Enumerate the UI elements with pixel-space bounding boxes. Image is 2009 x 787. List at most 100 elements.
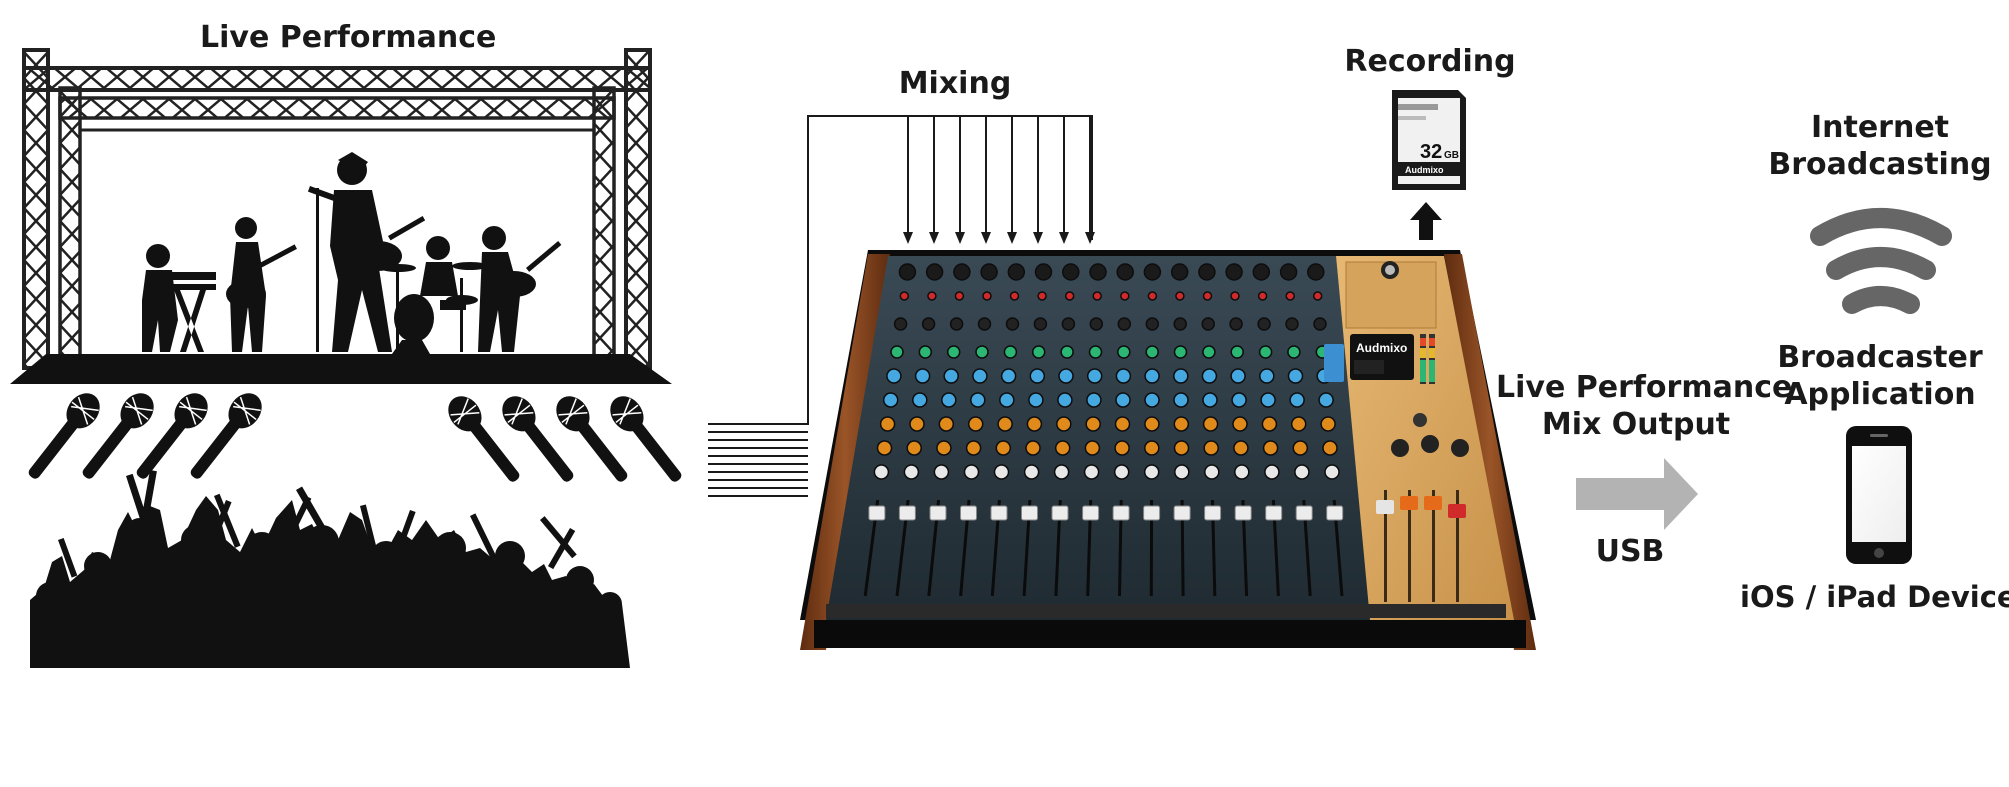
fx-knob — [878, 441, 892, 455]
trim-knob — [895, 318, 907, 330]
aux-knob — [881, 417, 895, 431]
input-jack — [954, 264, 970, 280]
gain-knob — [1259, 292, 1267, 300]
aux-knob — [1204, 417, 1218, 431]
fader-cap — [1296, 506, 1312, 520]
eq-mid-knob — [1030, 369, 1044, 383]
eq-high-knob — [919, 346, 931, 358]
input-jack — [1036, 264, 1052, 280]
trim-knob — [1146, 318, 1158, 330]
fader-cap — [1235, 506, 1251, 520]
eq-high-knob — [1033, 346, 1045, 358]
sd-card-icon: 32 GB Audmixo — [1392, 90, 1466, 190]
smartphone-icon — [1846, 426, 1912, 564]
eq-low-knob — [1261, 393, 1275, 407]
trim-knob — [1090, 318, 1102, 330]
recording-arrow — [1410, 202, 1442, 240]
eq-mid-knob — [1260, 369, 1274, 383]
pan-knob — [1055, 465, 1069, 479]
fx-knob — [1026, 441, 1040, 455]
eq-mid-knob — [916, 369, 930, 383]
microphone-icon — [20, 387, 691, 490]
trim-knob — [1007, 318, 1019, 330]
fader-cap — [1083, 506, 1099, 520]
input-jack — [981, 264, 997, 280]
pan-knob — [995, 465, 1009, 479]
gain-knob — [1204, 292, 1212, 300]
eq-low-knob — [1000, 393, 1014, 407]
input-jack — [1090, 264, 1106, 280]
trim-knob — [1062, 318, 1074, 330]
eq-mid-knob — [1059, 369, 1073, 383]
trim-knob — [1118, 318, 1130, 330]
gain-knob — [1038, 292, 1046, 300]
aux-knob — [1145, 417, 1159, 431]
eq-low-knob — [1174, 393, 1188, 407]
gain-knob — [1176, 292, 1184, 300]
gain-knob — [1093, 292, 1101, 300]
fx-knob — [1204, 441, 1218, 455]
fx-knob — [1085, 441, 1099, 455]
pan-knob — [1205, 465, 1219, 479]
fx-knob — [1323, 441, 1337, 455]
gain-knob — [1231, 292, 1239, 300]
label-internet-broadcasting: Internet Broadcasting — [1760, 110, 2000, 183]
pan-knob — [965, 465, 979, 479]
input-jack — [1144, 264, 1160, 280]
sd-card-unit: GB — [1444, 150, 1459, 161]
trim-knob — [1286, 318, 1298, 330]
trim-knob — [1202, 318, 1214, 330]
gain-knob — [1286, 292, 1294, 300]
label-application-line: Application — [1760, 377, 2000, 414]
eq-low-knob — [1058, 393, 1072, 407]
mixing-arrow-lines — [908, 116, 1090, 236]
fader-cap — [899, 506, 915, 520]
fx-knob — [1293, 441, 1307, 455]
eq-low-knob — [942, 393, 956, 407]
fader-cap — [1205, 506, 1221, 520]
label-mix-output: Live Performance Mix Output — [1496, 370, 1776, 443]
pan-knob — [904, 465, 918, 479]
label-mix-output-line2: Mix Output — [1496, 407, 1776, 444]
eq-low-knob — [1232, 393, 1246, 407]
fx-knob — [967, 441, 981, 455]
trim-knob — [1174, 318, 1186, 330]
aux-knob — [1086, 417, 1100, 431]
aux-knob — [1292, 417, 1306, 431]
eq-high-knob — [1090, 346, 1102, 358]
eq-high-knob — [1061, 346, 1073, 358]
label-broadcasting-line: Broadcasting — [1760, 147, 2000, 184]
gain-knob — [1121, 292, 1129, 300]
eq-mid-knob — [1088, 369, 1102, 383]
trim-knob — [1034, 318, 1046, 330]
pan-knob — [1325, 465, 1339, 479]
gain-knob — [928, 292, 936, 300]
fader-cap — [1327, 506, 1343, 520]
aux-knob — [1057, 417, 1071, 431]
pan-knob — [1145, 465, 1159, 479]
aux-knob — [1027, 417, 1041, 431]
pan-knob — [874, 465, 888, 479]
sd-card-capacity: 32 — [1420, 141, 1442, 163]
crowd-silhouette-icon — [30, 470, 630, 668]
eq-low-knob — [1145, 393, 1159, 407]
pan-knob — [1085, 465, 1099, 479]
trim-knob — [1230, 318, 1242, 330]
eq-mid-knob — [1145, 369, 1159, 383]
eq-mid-knob — [1116, 369, 1130, 383]
fader-cap — [869, 506, 885, 520]
eq-mid-knob — [1231, 369, 1245, 383]
gain-knob — [1148, 292, 1156, 300]
input-jack — [1308, 264, 1324, 280]
fader-cap — [961, 506, 977, 520]
mixing-arrowheads — [903, 232, 1095, 244]
eq-low-knob — [1029, 393, 1043, 407]
gain-knob — [1314, 292, 1322, 300]
trim-knob — [1314, 318, 1326, 330]
fx-knob — [1145, 441, 1159, 455]
fader-cap — [1113, 506, 1129, 520]
eq-low-knob — [971, 393, 985, 407]
gain-knob — [955, 292, 963, 300]
aux-knob — [1262, 417, 1276, 431]
fader-cap — [991, 506, 1007, 520]
